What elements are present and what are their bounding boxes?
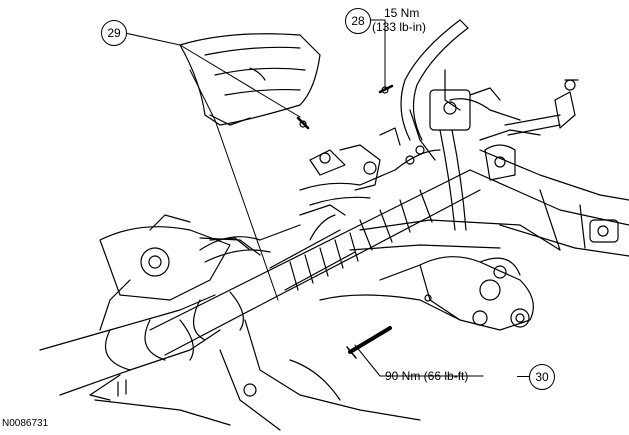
heat-shield <box>179 33 321 126</box>
callout-30-torque: 90 Nm (66 lb-ft) <box>385 369 469 383</box>
callout-30-number: 30 <box>535 370 549 384</box>
leader-lines <box>124 19 484 377</box>
callout-30-badge: 30 <box>529 364 555 390</box>
callout-28-badge: 28 <box>345 8 371 34</box>
center-brackets <box>209 127 425 251</box>
left-tie-rod-boot <box>39 294 221 401</box>
lower-arm-bracket <box>319 256 534 331</box>
callout-28-torque-imperial: (133 lb-in) <box>372 20 427 34</box>
callout-28-torque-nm: 15 Nm <box>384 6 420 20</box>
valve-housing <box>429 79 579 181</box>
callout-29-number: 29 <box>107 26 121 40</box>
callout-29-badge: 29 <box>101 20 127 46</box>
subframe-crossmember <box>349 149 629 257</box>
hydraulic-lines <box>199 19 521 263</box>
figure-id: N0086731 <box>2 418 49 429</box>
callout-28-number: 28 <box>351 14 365 28</box>
callout-30-dash <box>517 376 529 377</box>
bolts <box>296 84 394 359</box>
steering-rack <box>149 169 481 361</box>
